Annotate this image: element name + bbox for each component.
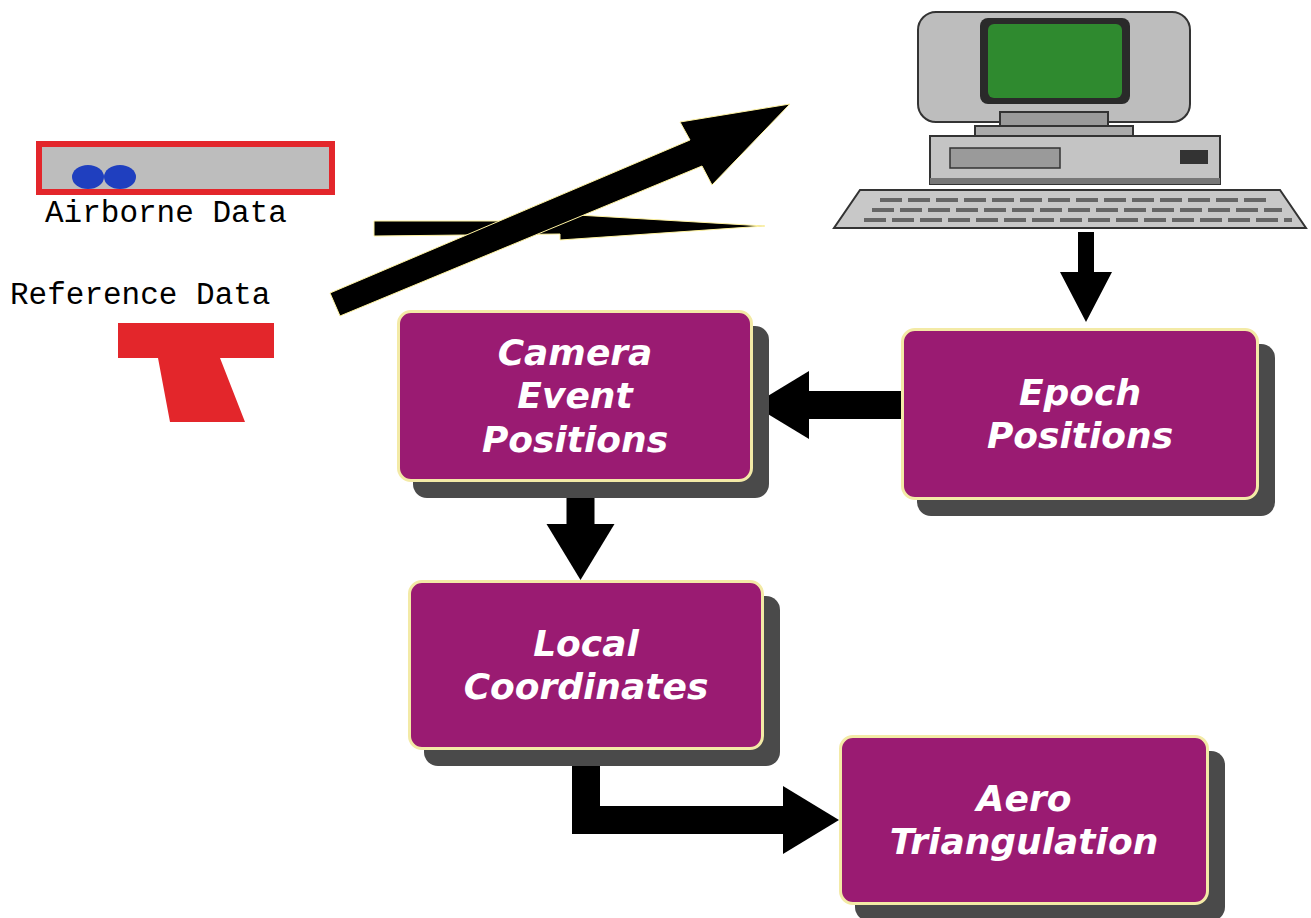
box-label: Aero Triangulation: [859, 777, 1189, 863]
computer: [834, 12, 1306, 322]
box-label: Camera Event Positions: [450, 331, 700, 461]
flow-arrow: [586, 750, 839, 854]
data-source-label: Airborne Data: [45, 196, 287, 231]
box-label: Local Coordinates: [441, 622, 731, 708]
process-box: Aero Triangulation: [839, 735, 1209, 905]
box-label: Epoch Positions: [945, 371, 1215, 457]
flow-arrow: [547, 482, 615, 580]
process-box: Camera Event Positions: [397, 310, 753, 482]
data-source-label: Reference Data: [10, 278, 270, 313]
data-arrow: [330, 104, 790, 316]
flow-arrow: [753, 371, 901, 439]
receiver-dot: [104, 165, 136, 189]
process-box: Epoch Positions: [901, 328, 1259, 500]
airborne-receiver: [39, 144, 332, 192]
receiver-dot: [72, 165, 104, 189]
process-box: Local Coordinates: [408, 580, 764, 750]
reference-station: [118, 323, 274, 422]
